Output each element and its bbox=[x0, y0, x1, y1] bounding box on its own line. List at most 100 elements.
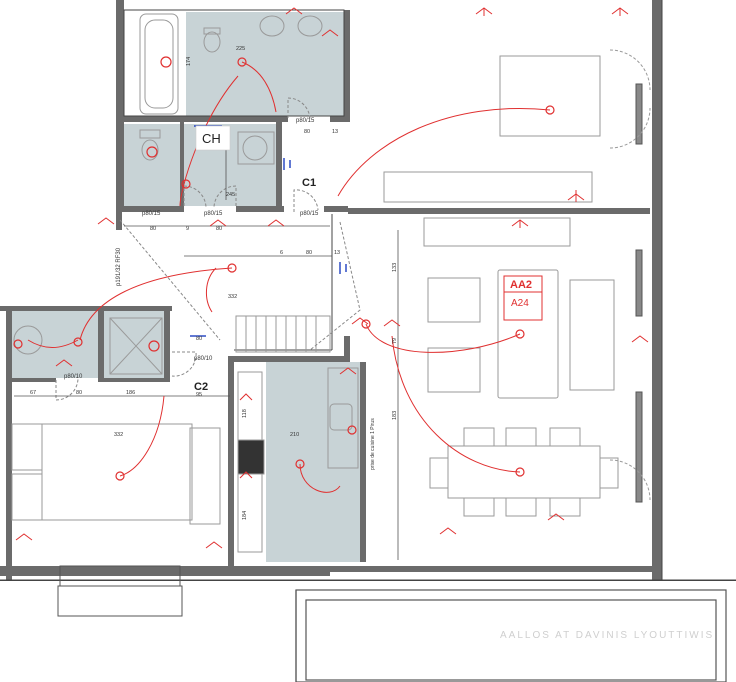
switch-icon bbox=[283, 158, 291, 170]
dimension-label: 79 bbox=[392, 338, 398, 344]
dimension-label: 80 bbox=[76, 390, 82, 396]
dimension-label: 118 bbox=[242, 409, 248, 418]
light-point-icon bbox=[146, 146, 158, 158]
socket-icon bbox=[547, 513, 565, 521]
socket-icon bbox=[205, 541, 223, 549]
light-point-icon bbox=[148, 340, 160, 352]
dimension-label: 9 bbox=[186, 226, 189, 232]
bathroom-tiles bbox=[186, 12, 344, 116]
door-label: p80/10 bbox=[64, 374, 83, 380]
light-point-icon bbox=[361, 319, 371, 329]
dimension-label: 210 bbox=[290, 432, 299, 438]
kitchen-tiles bbox=[266, 362, 360, 562]
dimension-label: 184 bbox=[242, 511, 248, 520]
doors bbox=[55, 97, 361, 401]
dimension-label: 80 bbox=[216, 226, 222, 232]
light-point-icon bbox=[115, 471, 125, 481]
socket-icon bbox=[383, 319, 401, 327]
room-tag-a24: A24 bbox=[511, 298, 529, 309]
dimension-label: 13 bbox=[332, 129, 338, 135]
balcony-text: AALLOS AT DAVINIS LYOUTTIWIS bbox=[500, 630, 714, 641]
light-point-icon bbox=[227, 263, 237, 273]
socket-icon bbox=[511, 219, 529, 228]
bathtub bbox=[139, 13, 179, 115]
toilet bbox=[203, 31, 221, 53]
door-label: p80/15 bbox=[296, 118, 315, 124]
socket-icon bbox=[267, 219, 285, 227]
light-point-icon bbox=[295, 459, 305, 469]
light-point-icon bbox=[13, 339, 23, 349]
room-label-ch: CH bbox=[202, 131, 221, 146]
room-tag-box bbox=[503, 275, 543, 321]
socket-icon bbox=[439, 527, 457, 535]
dimension-label: 13 bbox=[334, 250, 340, 256]
dimension-label: 245 bbox=[226, 192, 235, 198]
socket-icon bbox=[611, 7, 629, 16]
socket-icon bbox=[321, 29, 339, 37]
dimension-labels: 225 174 245 80 13 80 9 80 6 80 13 332 80… bbox=[30, 46, 398, 520]
socket-icon bbox=[209, 219, 227, 227]
tiled-areas bbox=[12, 12, 360, 562]
room-label-c1: C1 bbox=[302, 177, 316, 189]
light-point-icon bbox=[515, 467, 525, 477]
switch-icon bbox=[339, 262, 347, 274]
socket-icon bbox=[351, 317, 369, 325]
socket-icon bbox=[239, 471, 253, 479]
door-label: p80/15 bbox=[142, 211, 161, 217]
dimension-label: 225 bbox=[236, 46, 245, 52]
room-label-c2: C2 bbox=[194, 381, 208, 393]
closet-slats bbox=[245, 316, 317, 352]
dimension-label: 80 bbox=[196, 336, 202, 342]
furniture bbox=[11, 13, 619, 553]
socket-icon bbox=[239, 393, 253, 401]
electrical-runs bbox=[27, 61, 551, 493]
socket-icon bbox=[97, 217, 115, 225]
dimension-label: 80 bbox=[304, 129, 310, 135]
dimension-label: 186 bbox=[126, 390, 135, 396]
sink-right bbox=[297, 15, 323, 37]
shower-room-tiles bbox=[12, 310, 170, 378]
light-point-icon bbox=[237, 57, 247, 67]
dimension-label: 332 bbox=[114, 432, 123, 438]
room-tag-aa2: AA2 bbox=[510, 279, 532, 291]
walls bbox=[0, 0, 662, 581]
light-point-icon bbox=[515, 329, 525, 339]
light-point-icon bbox=[160, 56, 172, 68]
door-label: p80/15 bbox=[300, 211, 319, 217]
light-point-icon bbox=[545, 105, 555, 115]
socket-icon bbox=[285, 7, 303, 15]
dimension-label: 67 bbox=[30, 390, 36, 396]
wall-outlines bbox=[0, 0, 736, 581]
dimension-label: 95 bbox=[196, 392, 202, 398]
electrical-symbols bbox=[13, 56, 555, 481]
door-label: p80/10 bbox=[194, 356, 213, 362]
wc-tiles bbox=[124, 124, 180, 206]
light-point-icon bbox=[181, 179, 191, 189]
dimension-label: 133 bbox=[392, 263, 398, 272]
socket-icon bbox=[15, 533, 33, 541]
light-point-icon bbox=[347, 425, 357, 435]
kitchen-note: prise de cuisine 1 Pirus bbox=[370, 418, 376, 470]
dimension-label: 332 bbox=[228, 294, 237, 300]
door-labels: p80/15 p80/15 p80/15 p80/15 p80/10 p80/1… bbox=[64, 118, 319, 380]
dimension-label: 80 bbox=[150, 226, 156, 232]
balcony bbox=[295, 589, 727, 682]
door-label: p191/32 RF30 bbox=[116, 247, 122, 286]
door-label: p80/15 bbox=[204, 211, 223, 217]
dimension-label: 183 bbox=[392, 411, 398, 420]
dimension-label: 80 bbox=[306, 250, 312, 256]
sink-left bbox=[259, 15, 285, 37]
dimension-label: 174 bbox=[186, 57, 192, 66]
socket-icon bbox=[631, 335, 649, 343]
room-labels: CH C1 C2 AA2 A24 bbox=[194, 125, 543, 393]
dimension-label: 6 bbox=[280, 250, 283, 256]
light-point-icon bbox=[73, 337, 83, 347]
windows bbox=[57, 49, 651, 617]
socket-icon bbox=[55, 359, 73, 367]
dimension-lines bbox=[14, 130, 399, 560]
cooktop bbox=[237, 439, 265, 475]
socket-symbols bbox=[15, 7, 649, 549]
socket-icon bbox=[339, 367, 357, 375]
socket-icon bbox=[475, 7, 493, 16]
